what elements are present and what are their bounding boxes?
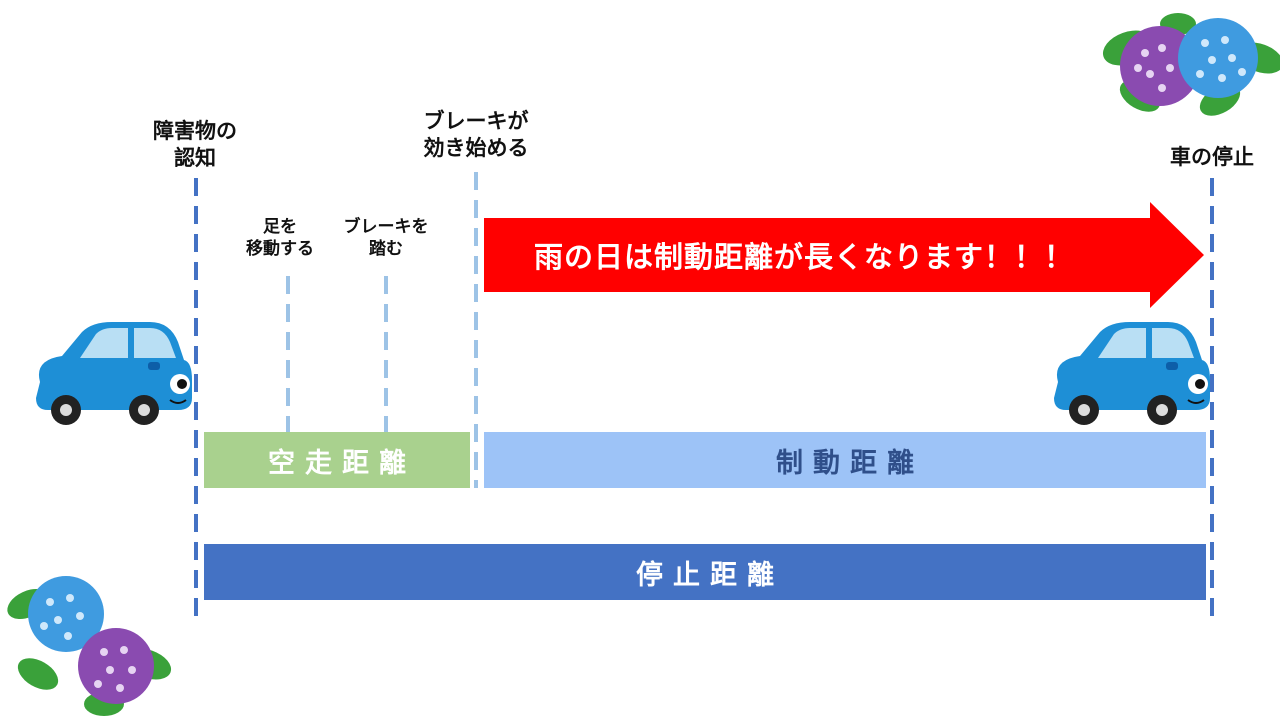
hydrangea-icon (1102, 13, 1280, 116)
rain-arrow-text: 雨の日は制動距離が長くなります！！！ (484, 218, 1124, 292)
move-foot-label: 足を 移動する (246, 217, 314, 260)
car-icon (1054, 322, 1210, 425)
rain-arrow-label: 雨の日は制動距離が長くなります！！！ (533, 240, 1074, 274)
rain-arrow (484, 202, 1204, 308)
car-icon (36, 322, 192, 425)
brake-effective-label: ブレーキが 効き始める (423, 109, 529, 161)
recognition-label: 障害物の 認知 (153, 119, 237, 171)
braking-distance-bar: 制動距離 (484, 432, 1206, 488)
free-running-distance-bar: 空走距離 (204, 432, 470, 488)
braking-distance-label: 制動距離 (776, 447, 924, 479)
car-stop-label: 車の停止 (1170, 145, 1254, 169)
stopping-distance-bar: 停止距離 (204, 544, 1206, 600)
stopping-distance-label: 停止距離 (636, 559, 784, 591)
free-running-distance-label: 空走距離 (268, 447, 416, 479)
press-brake-label: ブレーキを 踏む (343, 217, 429, 260)
hydrangea-icon (7, 576, 172, 716)
